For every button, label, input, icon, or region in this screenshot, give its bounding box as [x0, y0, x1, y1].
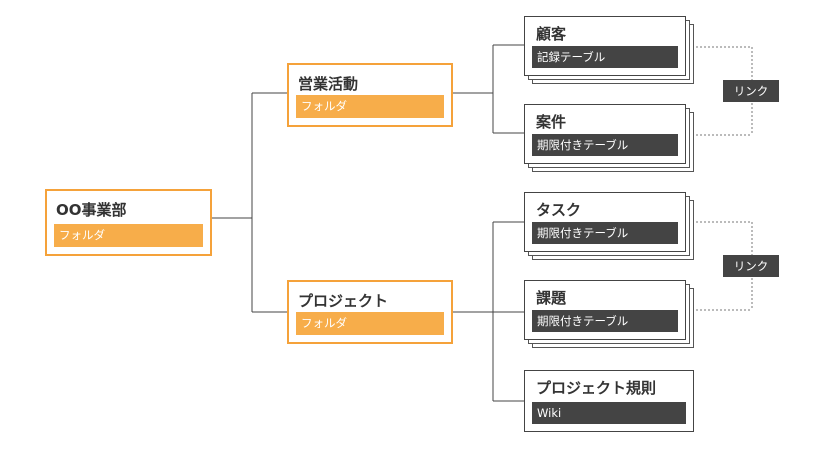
app-card-project-rules[interactable]: プロジェクト規則 Wiki: [524, 370, 694, 432]
app-card-type: 期限付きテーブル: [532, 222, 678, 244]
app-card-type: 期限付きテーブル: [532, 310, 678, 332]
app-card-title: 顧客: [536, 25, 567, 43]
app-card-title: タスク: [536, 201, 582, 219]
app-card-type: 記録テーブル: [532, 46, 678, 68]
link-label: リンク: [723, 255, 779, 277]
app-card-issues[interactable]: 課題 期限付きテーブル: [524, 280, 686, 340]
root-folder-type: フォルダ: [54, 224, 203, 247]
app-card-type: 期限付きテーブル: [532, 134, 678, 156]
folder-type: フォルダ: [296, 312, 444, 335]
app-card-customers[interactable]: 顧客 記録テーブル: [524, 16, 686, 76]
app-card-title: 案件: [536, 113, 567, 131]
folder-type: フォルダ: [296, 95, 444, 118]
app-card-deals[interactable]: 案件 期限付きテーブル: [524, 104, 686, 164]
link-label: リンク: [723, 80, 779, 102]
app-card-title: 課題: [536, 289, 567, 307]
root-folder-node[interactable]: OO事業部 フォルダ: [45, 189, 212, 256]
folder-node-sales[interactable]: 営業活動 フォルダ: [287, 63, 453, 127]
folder-title: 営業活動: [298, 75, 359, 93]
root-folder-title: OO事業部: [56, 201, 127, 219]
folder-node-project[interactable]: プロジェクト フォルダ: [287, 280, 453, 344]
app-card-tasks[interactable]: タスク 期限付きテーブル: [524, 192, 686, 252]
app-card-title: プロジェクト規則: [536, 379, 657, 397]
app-card-type: Wiki: [532, 402, 686, 424]
folder-title: プロジェクト: [298, 292, 389, 310]
